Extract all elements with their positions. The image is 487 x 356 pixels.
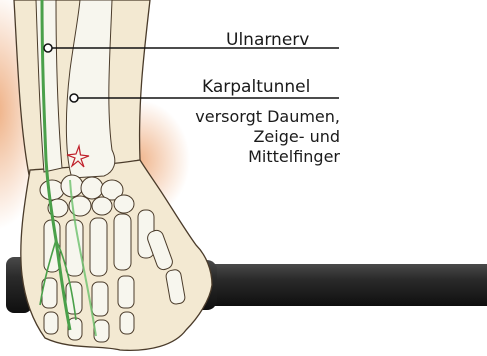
carpal-description: versorgt Daumen, Zeige- und Mittelfinger — [195, 107, 340, 167]
carpal-tunnel-label: Karpaltunnel — [202, 77, 310, 97]
ulnar-marker — [44, 44, 52, 52]
carpal-marker — [70, 94, 78, 102]
description-line: Zeige- und — [195, 127, 340, 147]
description-line: versorgt Daumen, — [195, 107, 340, 127]
bar-handle — [185, 264, 487, 306]
description-line: Mittelfinger — [195, 147, 340, 167]
ulnar-label: Ulnarnerv — [226, 30, 309, 50]
